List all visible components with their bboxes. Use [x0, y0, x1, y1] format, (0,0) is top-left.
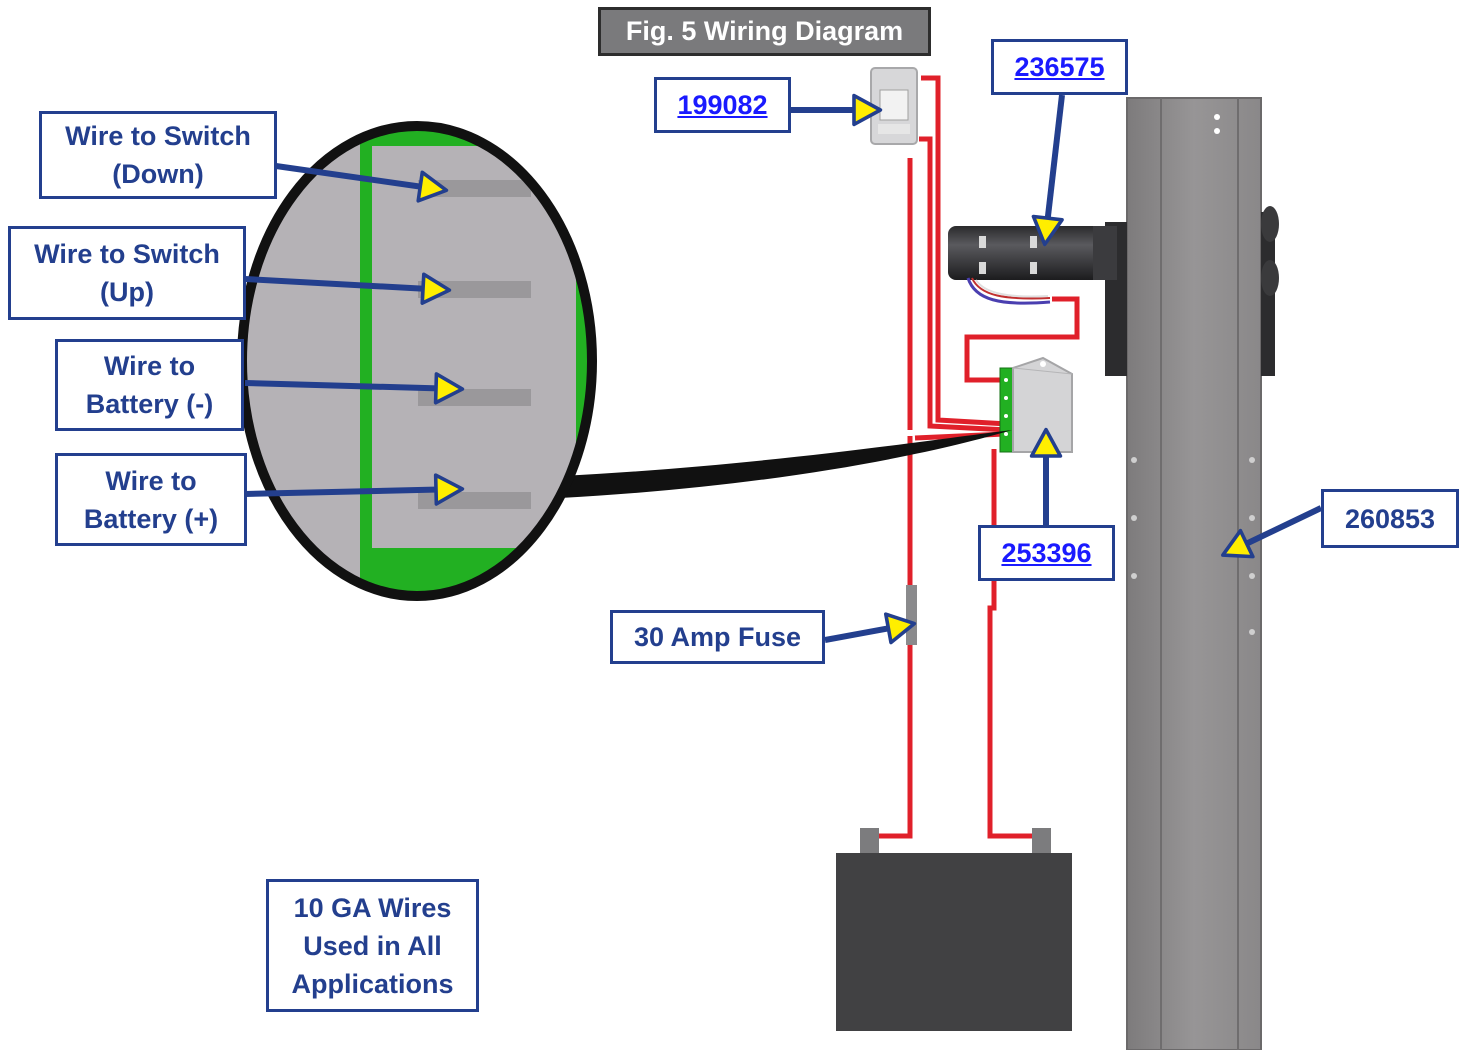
part-label-post: 260853 — [1321, 489, 1459, 548]
part-link-236575[interactable]: 236575 — [1014, 52, 1105, 82]
callout-wire-to-battery-positive: Wire to Battery (+) — [55, 453, 247, 546]
callout-line: (Down) — [112, 159, 204, 189]
callout-line: 10 GA Wires — [293, 892, 452, 923]
figure-title: Fig. 5 Wiring Diagram — [598, 7, 931, 56]
controller — [999, 356, 1073, 453]
part-label-switch: 199082 — [654, 77, 791, 133]
callout-line: Used in All — [303, 930, 442, 961]
callout-line: Applications — [291, 968, 454, 999]
part-link-253396[interactable]: 253396 — [1001, 538, 1092, 568]
callout-wire-to-switch-up: Wire to Switch (Up) — [8, 226, 246, 320]
callout-30-amp-fuse: 30 Amp Fuse — [610, 610, 825, 664]
callout-line: Wire to Switch — [34, 239, 220, 269]
callout-wire-to-battery-negative: Wire to Battery (-) — [55, 339, 244, 431]
battery — [836, 828, 1072, 1031]
motor — [948, 226, 1117, 305]
callout-line: (Up) — [100, 277, 154, 307]
callout-line: Wire to — [105, 465, 197, 496]
part-label-motor: 236575 — [991, 39, 1128, 95]
callout-wire-gauge-note: 10 GA Wires Used in All Applications — [266, 879, 479, 1012]
callout-line: Wire to — [103, 351, 196, 381]
callout-line: Battery (-) — [85, 389, 214, 419]
magnified-terminal-view — [237, 121, 1012, 601]
part-link-199082[interactable]: 199082 — [677, 90, 768, 120]
part-label-controller: 253396 — [978, 525, 1115, 581]
switch — [870, 67, 918, 145]
post — [1105, 97, 1279, 1050]
callout-wire-to-switch-down: Wire to Switch (Down) — [39, 111, 277, 199]
callout-line: Battery (+) — [83, 503, 219, 534]
callout-line: Wire to Switch — [65, 121, 251, 151]
fuse — [906, 585, 917, 645]
leader-arrows — [244, 93, 1323, 645]
part-number-260853: 260853 — [1344, 503, 1436, 534]
callout-line: 30 Amp Fuse — [633, 622, 802, 652]
